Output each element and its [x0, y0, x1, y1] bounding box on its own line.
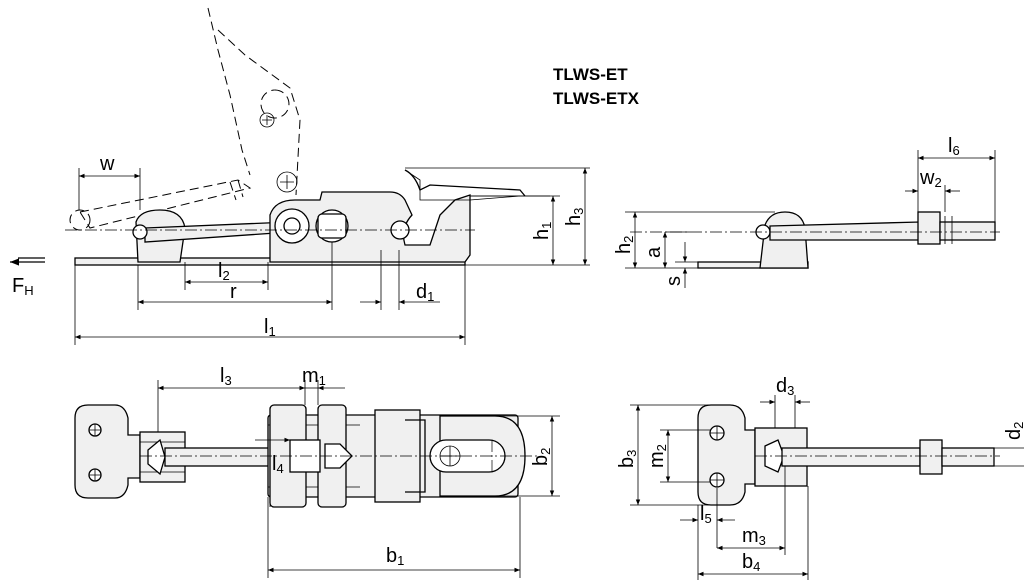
dim-d3: d3	[776, 375, 794, 398]
top-view	[74, 404, 540, 508]
dim-l6: l6	[948, 135, 960, 158]
dim-h3: h3	[563, 208, 586, 226]
dim-m1: m1	[302, 365, 326, 388]
dim-w2: w2	[919, 167, 942, 190]
dim-r: r	[230, 281, 237, 303]
dim-w: w	[99, 153, 115, 175]
end-view-dimensions: l6 w2 h2 a s	[613, 135, 996, 288]
dim-l4: l4	[272, 453, 284, 476]
dim-l5: l5	[700, 503, 712, 526]
dim-l1: l1	[264, 316, 276, 339]
model-title-2: TLWS-ETX	[553, 89, 640, 108]
dim-b4: b4	[742, 551, 760, 574]
dim-h1: h1	[531, 222, 554, 240]
dim-m2: m2	[646, 444, 669, 468]
dim-b2: b2	[530, 448, 553, 466]
dim-h2: h2	[613, 236, 636, 254]
dim-d1: d1	[416, 281, 434, 304]
dim-d2: d2	[1003, 422, 1024, 440]
top-view-dimensions: l3 m1 b2 l4 b1	[157, 365, 560, 578]
force-label: FH	[12, 275, 34, 298]
dim-s: s	[663, 276, 685, 286]
side-view-dimensions: w FH l2 r d1 l1 h1 h3	[10, 153, 590, 345]
dim-m3: m3	[742, 525, 766, 548]
dim-l3: l3	[220, 365, 232, 388]
dim-b1: b1	[386, 545, 404, 568]
top-view-right-dimensions: d3 d2 b3 m2 l5 m3 b4	[616, 375, 1024, 580]
dim-a: a	[643, 246, 665, 258]
top-view-right	[697, 404, 1000, 506]
side-view	[65, 7, 590, 266]
dim-l2: l2	[218, 260, 230, 283]
model-title-1: TLWS-ET	[553, 65, 628, 84]
end-view	[630, 211, 1000, 269]
dim-b3: b3	[616, 450, 639, 468]
